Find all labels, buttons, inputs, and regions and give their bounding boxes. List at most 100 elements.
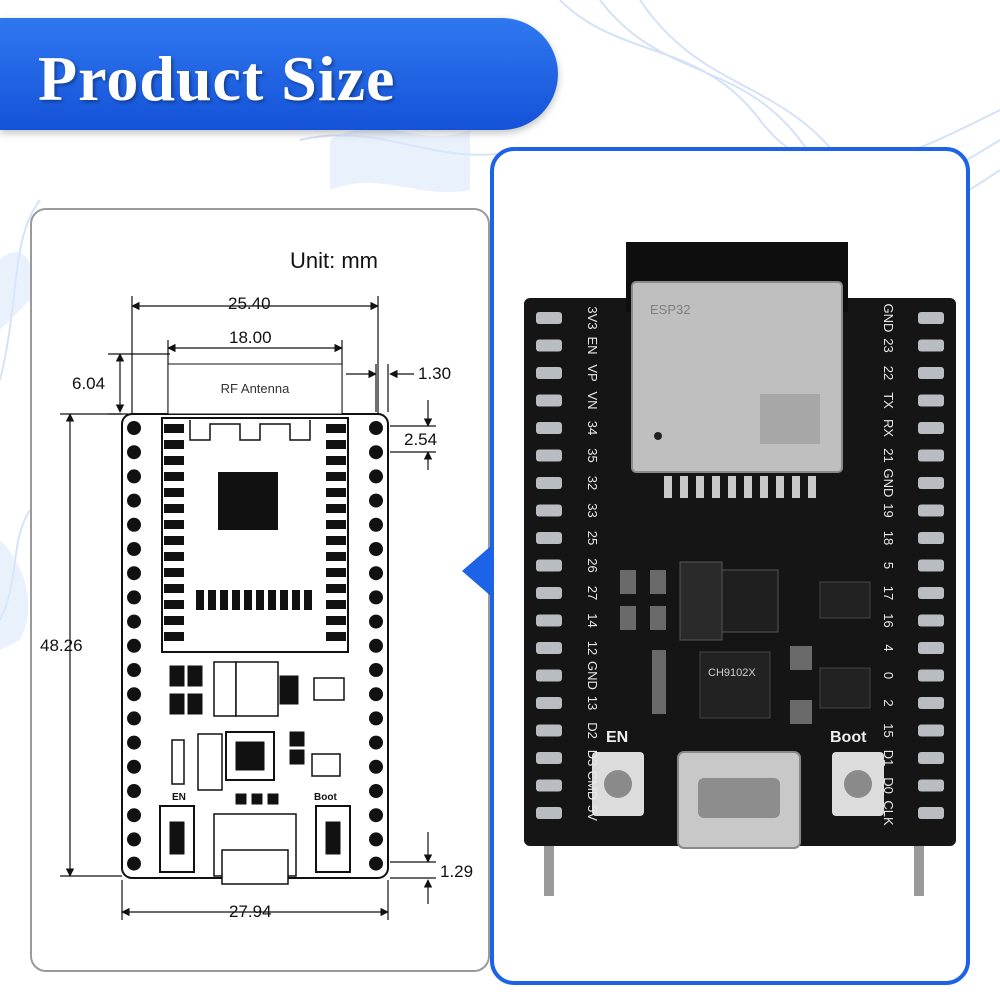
photo-en-label: EN	[606, 729, 628, 746]
photo-pin-left	[536, 312, 562, 324]
diagram-pin-left	[127, 735, 141, 750]
photo-pin-label-right: 0	[881, 672, 896, 679]
photo-pin-label-left: 25	[585, 531, 600, 545]
photo-pin-label-left: 26	[585, 558, 600, 572]
photo-pin-label-left: CMD	[585, 771, 600, 801]
diagram-pin-right	[369, 469, 383, 484]
module-chip	[218, 472, 278, 530]
photo-pin-right	[918, 724, 944, 737]
diagram-pin-right	[369, 493, 383, 508]
diagram-pin-left	[127, 517, 141, 532]
diagram-en-label: EN	[172, 792, 186, 803]
diagram-pin-right	[369, 735, 383, 750]
photo-pin-left	[536, 697, 562, 709]
photo-pin-label-left: 34	[585, 421, 600, 435]
photo-pin-label-right: 19	[881, 503, 896, 517]
photo-pin-label-right: 15	[881, 723, 896, 737]
photo-pin-left	[536, 587, 562, 599]
photo-pin-right	[918, 504, 944, 517]
photo-pin-label-right: D1	[881, 750, 896, 767]
photo-pin-label-right: 2	[881, 699, 896, 706]
diagram-pin-right	[369, 663, 383, 677]
photo-pin-left	[536, 504, 562, 517]
photo-pin-label-left: 27	[585, 586, 600, 600]
diagram-pin-right	[369, 421, 383, 435]
photo-pin-left	[536, 339, 562, 352]
antenna-label: RF Antenna	[221, 381, 290, 396]
dim-width-total: 25.40	[228, 294, 271, 313]
diagram-pin-right	[369, 445, 383, 460]
module-label: ESP32	[650, 302, 690, 317]
photo-pin-label-right: GND	[881, 469, 896, 498]
diagram-pin-left	[127, 566, 141, 581]
photo-pin-label-left: 14	[585, 613, 600, 627]
photo-pin-left	[536, 669, 562, 682]
photo-pin-label-right: D0	[881, 777, 896, 794]
photo-pin-label-left: 32	[585, 476, 600, 490]
diagram-pin-right	[369, 590, 383, 605]
diagram-pin-left	[127, 711, 141, 726]
diagram-pin-left	[127, 421, 141, 435]
diagram-pin-right	[369, 687, 383, 702]
photo-pin-label-right: RX	[881, 419, 896, 437]
dim-board-width: 27.94	[229, 902, 272, 921]
photo-pin-label-left: 3V3	[585, 306, 600, 329]
photo-pin-label-right: GND	[881, 304, 896, 333]
photo-pin-label-right: 5	[881, 562, 896, 569]
photo-pin-right	[918, 642, 944, 654]
photo-pin-left	[536, 449, 562, 462]
photo-pin-right	[918, 532, 944, 544]
photo-pin-left	[536, 642, 562, 654]
diagram-pin-left	[127, 469, 141, 484]
photo-pin-left	[536, 422, 562, 434]
photo-pin-left	[536, 532, 562, 544]
photo-pin-label-left: 35	[585, 448, 600, 462]
diagram-pin-right	[369, 517, 383, 532]
photo-pin-right	[918, 339, 944, 352]
photo-pin-left	[536, 477, 562, 489]
photo-pin-left	[536, 394, 562, 407]
photo-pin-label-left: VP	[585, 364, 600, 381]
diagram-pin-left	[127, 590, 141, 605]
photo-pin-label-right: TX	[881, 392, 896, 409]
diagram-pin-left	[127, 493, 141, 508]
diagram-pin-left	[127, 808, 141, 823]
diagram-pin-left	[127, 542, 141, 556]
diagram-pin-right	[369, 808, 383, 823]
diagram-pin-right	[369, 614, 383, 629]
title-banner: Product Size	[0, 18, 558, 130]
diagram-pin-left	[127, 687, 141, 702]
photo-pin-label-left: D3	[585, 750, 600, 767]
photo-pin-right	[918, 312, 944, 324]
dim-antenna-height: 6.04	[72, 374, 106, 393]
photo-pin-right	[918, 477, 944, 489]
dim-board-height: 48.26	[40, 636, 83, 655]
photo-pin-right	[918, 697, 944, 709]
dim-edge-margin: 1.30	[418, 364, 452, 383]
photo-pin-left	[536, 614, 562, 627]
photo-pin-right	[918, 449, 944, 462]
photo-boot-label: Boot	[830, 729, 867, 746]
photo-pin-right	[918, 422, 944, 434]
diagram-pin-left	[127, 445, 141, 460]
photo-pin-label-right: 22	[881, 366, 896, 380]
diagram-pin-left	[127, 663, 141, 677]
diagram-pin-left	[127, 638, 141, 653]
photo-pin-label-left: 5V	[585, 805, 600, 821]
photo-pin-right	[918, 559, 944, 572]
unit-label: Unit: mm	[290, 248, 378, 273]
photo-pin-right	[918, 807, 944, 819]
photo-pin-left	[536, 367, 562, 379]
photo-pin-label-right: 17	[881, 586, 896, 600]
photo-pin-label-left: 13	[585, 696, 600, 710]
photo-pin-label-left: GND	[585, 661, 600, 690]
photo-pin-left	[536, 807, 562, 819]
photo-pin-label-right: 16	[881, 613, 896, 627]
diagram-pin-left	[127, 784, 141, 798]
en-button	[604, 770, 632, 798]
dim-bottom-margin: 1.29	[440, 862, 474, 881]
photo-pin-label-right: 4	[881, 644, 896, 651]
dim-pin-pitch: 2.54	[404, 430, 438, 449]
